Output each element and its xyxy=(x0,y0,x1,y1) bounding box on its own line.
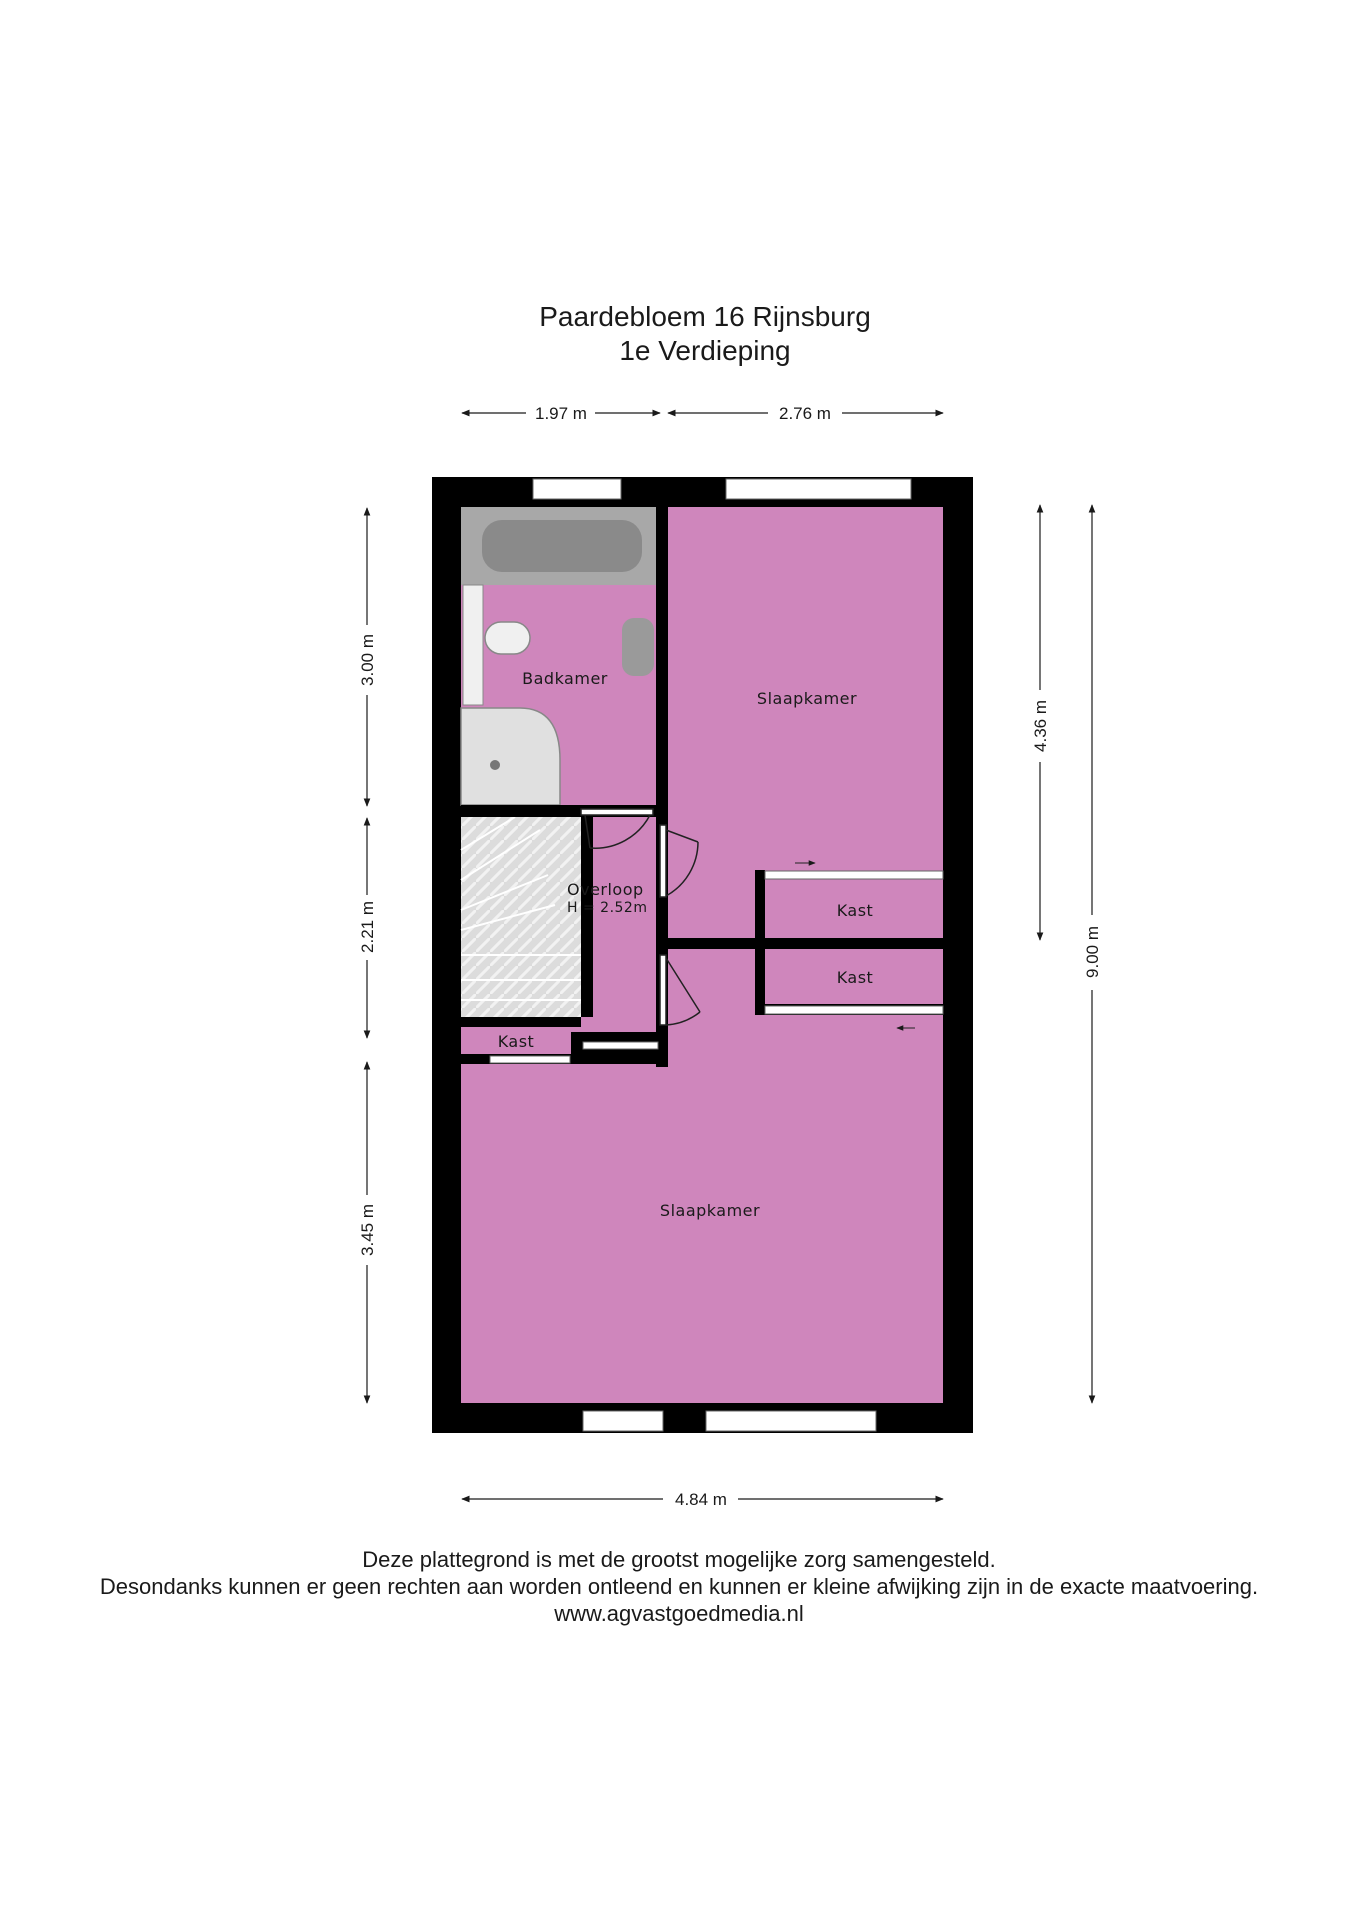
room-slaapkamer-top xyxy=(668,507,943,939)
label-overloop: Overloop xyxy=(567,880,644,899)
disclaimer-line-1: Deze plattegrond is met de grootst mogel… xyxy=(362,1547,996,1572)
label-overloop-height: H = 2.52m xyxy=(567,900,647,916)
floor-subtitle: 1e Verdieping xyxy=(619,335,791,366)
label-slaapkamer-top: Slaapkamer xyxy=(757,689,857,708)
stair-steps xyxy=(460,816,581,1001)
sink xyxy=(622,618,654,676)
stairs xyxy=(461,817,581,1017)
label-kast-lower: Kast xyxy=(837,968,874,987)
toilet xyxy=(484,621,531,655)
doors xyxy=(580,808,701,1026)
shower-drain xyxy=(490,760,500,770)
room-slaapkamer-bottom xyxy=(461,949,943,1403)
disclaimer-line-2: Desondanks kunnen er geen rechten aan wo… xyxy=(99,1574,1259,1599)
toilet-tank xyxy=(462,584,484,706)
dimension-lines xyxy=(363,409,1096,1503)
dim-left-middle: 2.21 m xyxy=(358,901,377,953)
room-kast-lower xyxy=(765,949,943,1004)
plan-title: Paardebloem 16 Rijnsburg xyxy=(539,301,871,332)
label-slaapkamer-bottom: Slaapkamer xyxy=(660,1201,760,1220)
windows xyxy=(489,478,944,1432)
dim-left-upper: 3.00 m xyxy=(358,634,377,686)
dim-top-left: 1.97 m xyxy=(535,404,587,423)
dim-top-right: 2.76 m xyxy=(779,404,831,423)
label-kast-upper: Kast xyxy=(837,901,874,920)
dim-bottom: 4.84 m xyxy=(675,1490,727,1509)
label-badkamer: Badkamer xyxy=(522,669,608,688)
shower xyxy=(460,707,561,806)
room-kast-upper xyxy=(765,880,943,938)
dim-right-inner: 4.36 m xyxy=(1031,700,1050,752)
room-kast-small xyxy=(461,1027,571,1054)
dim-left-lower: 3.45 m xyxy=(358,1204,377,1256)
dim-right-outer: 9.00 m xyxy=(1083,926,1102,978)
label-kast-small: Kast xyxy=(498,1032,535,1051)
website-link[interactable]: www.agvastgoedmedia.nl xyxy=(554,1601,804,1626)
bathtub-basin xyxy=(482,520,642,572)
